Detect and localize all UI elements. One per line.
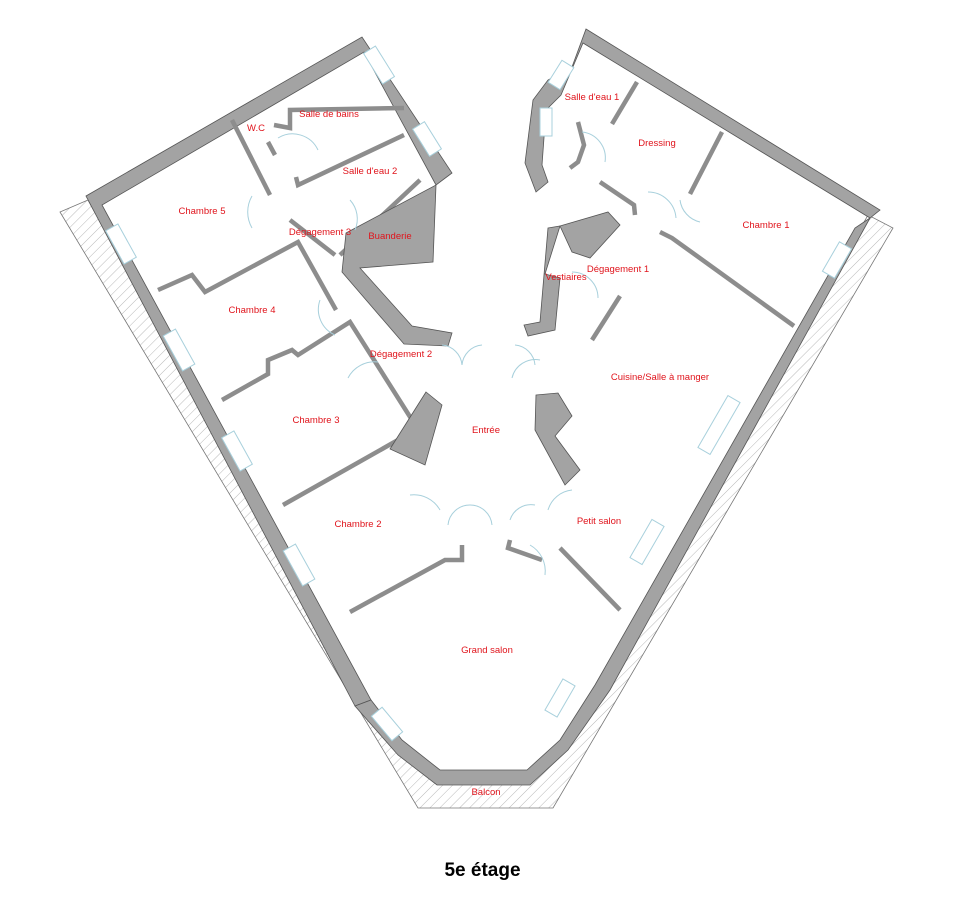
label-degagement-2: Dégagement 2 xyxy=(370,349,432,360)
floor-caption: 5e étage xyxy=(444,860,521,881)
label-chambre-2: Chambre 2 xyxy=(335,519,382,530)
interior-walls xyxy=(157,80,796,614)
balcony-strip xyxy=(59,199,894,809)
label-salle-deau-1: Salle d'eau 1 xyxy=(565,92,620,103)
label-chambre-4: Chambre 4 xyxy=(229,305,276,316)
label-entree: Entrée xyxy=(472,425,500,436)
label-petit-salon: Petit salon xyxy=(577,516,621,527)
label-salle-de-bains: Salle de bains xyxy=(299,109,359,120)
label-cuisine: Cuisine/Salle à manger xyxy=(611,372,709,383)
outer-walls xyxy=(85,28,881,786)
room-labels: Salle de bains W.C Salle d'eau 2 Chambre… xyxy=(179,92,790,798)
label-dressing: Dressing xyxy=(638,138,676,149)
label-grand-salon: Grand salon xyxy=(461,645,513,656)
label-chambre-3: Chambre 3 xyxy=(293,415,340,426)
door-swings xyxy=(247,131,701,576)
label-vestiaires: Vestiaires xyxy=(545,272,586,283)
label-wc: W.C xyxy=(247,123,265,134)
windows xyxy=(104,45,853,742)
label-chambre-5: Chambre 5 xyxy=(179,206,226,217)
label-degagement-3: Dégagement 3 xyxy=(289,227,351,238)
label-buanderie: Buanderie xyxy=(368,231,411,242)
label-salle-deau-2: Salle d'eau 2 xyxy=(343,166,398,177)
label-balcon: Balcon xyxy=(471,787,500,798)
floor-plan: Salle de bains W.C Salle d'eau 2 Chambre… xyxy=(59,28,894,809)
label-chambre-1: Chambre 1 xyxy=(743,220,790,231)
label-degagement-1: Dégagement 1 xyxy=(587,264,649,275)
